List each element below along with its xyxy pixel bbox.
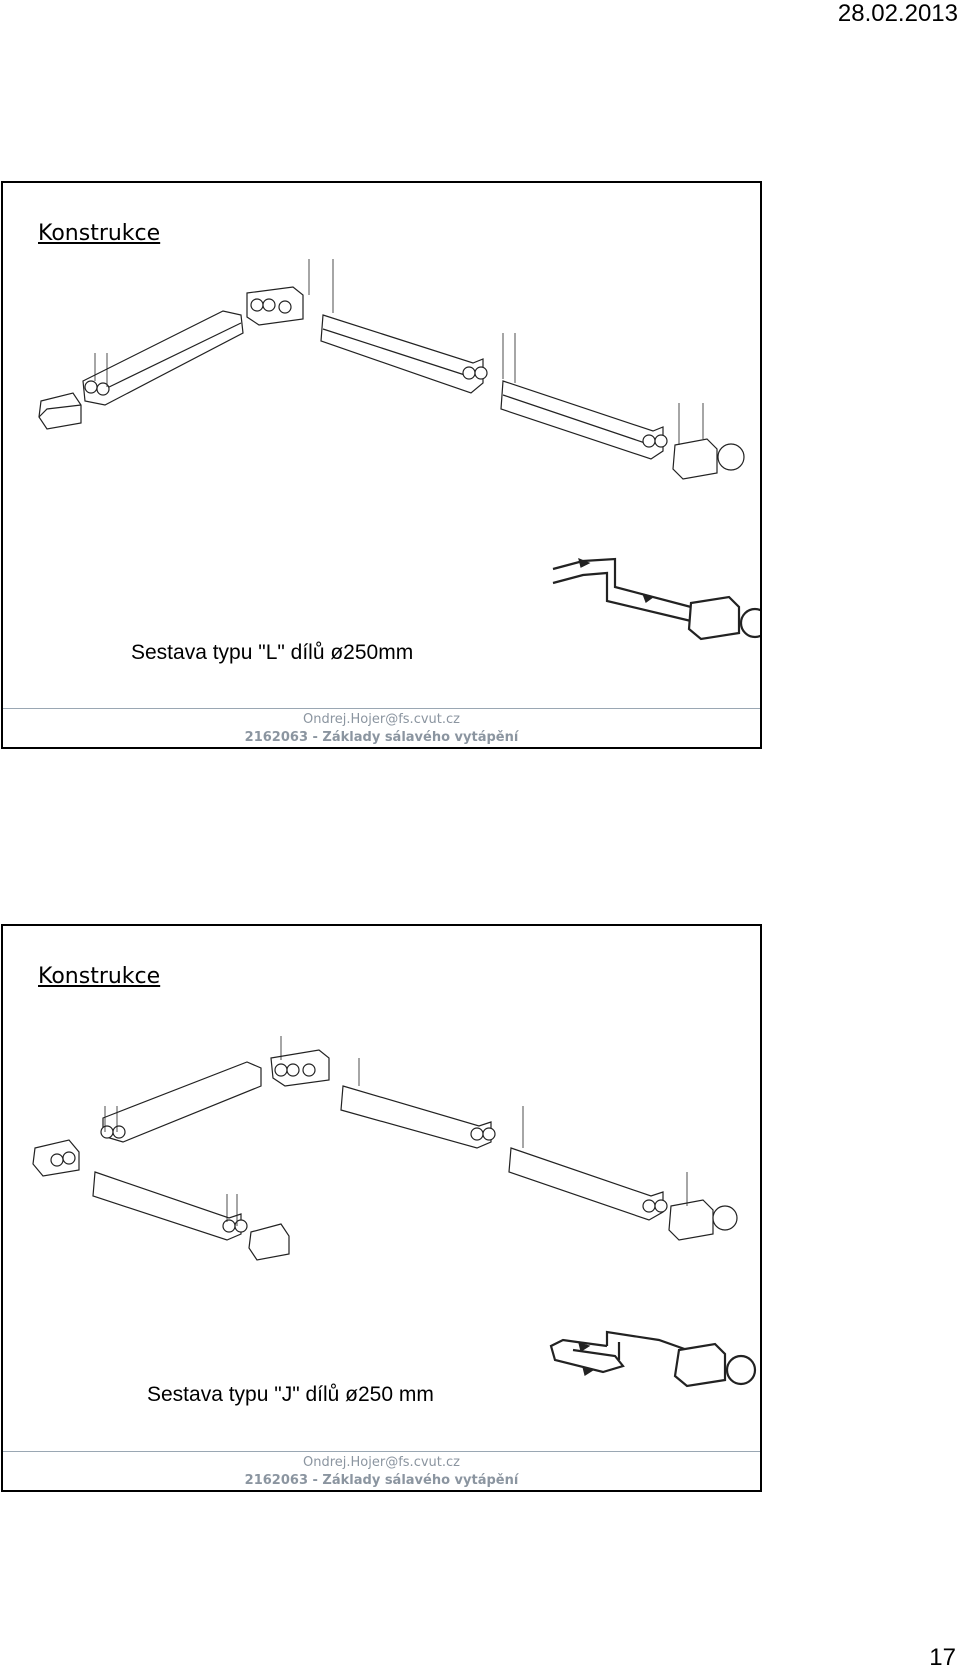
flow-schematic <box>549 1330 757 1388</box>
footer-email: Ondrej.Hojer@fs.cvut.cz <box>303 712 460 727</box>
flow-schematic <box>552 557 760 641</box>
pipe-opening-icon <box>84 380 98 394</box>
slide-title: Konstrukce <box>38 221 161 246</box>
slide-title: Konstrukce <box>38 964 161 989</box>
beam-part <box>500 380 664 460</box>
slide-j-assembly: Konstrukce <box>1 924 762 1492</box>
beam-part <box>82 310 244 406</box>
page-number: 17 <box>929 1644 956 1671</box>
footer-divider <box>3 708 760 709</box>
flow-arrow-icon <box>578 1342 595 1376</box>
burner-unit <box>672 438 718 480</box>
footer-email: Ondrej.Hojer@fs.cvut.cz <box>303 1455 460 1470</box>
j-assembly-drawing <box>32 1036 757 1388</box>
beam-part <box>340 1085 492 1149</box>
footer-divider <box>3 1451 760 1452</box>
slide-caption: Sestava typu "L" dílů ø250mm <box>131 641 414 664</box>
l-assembly-drawing <box>38 259 760 641</box>
connector-part <box>270 1049 330 1087</box>
beam-part <box>92 1171 242 1241</box>
footer-course: 2162063 - Základy sálavého vytápění <box>244 1473 519 1488</box>
slide-l-assembly: Konstrukce <box>1 181 762 749</box>
beam-part <box>102 1061 262 1143</box>
flow-arrow-icon <box>578 558 655 603</box>
pipe-opening-icon <box>96 382 110 396</box>
slide-caption: Sestava typu "J" dílů ø250 mm <box>147 1383 434 1406</box>
page-date: 28.02.2013 <box>837 0 958 27</box>
burner-unit <box>668 1199 714 1241</box>
end-cap-part <box>248 1223 290 1261</box>
footer-course: 2162063 - Základy sálavého vytápění <box>244 730 519 745</box>
beam-part <box>508 1147 664 1221</box>
